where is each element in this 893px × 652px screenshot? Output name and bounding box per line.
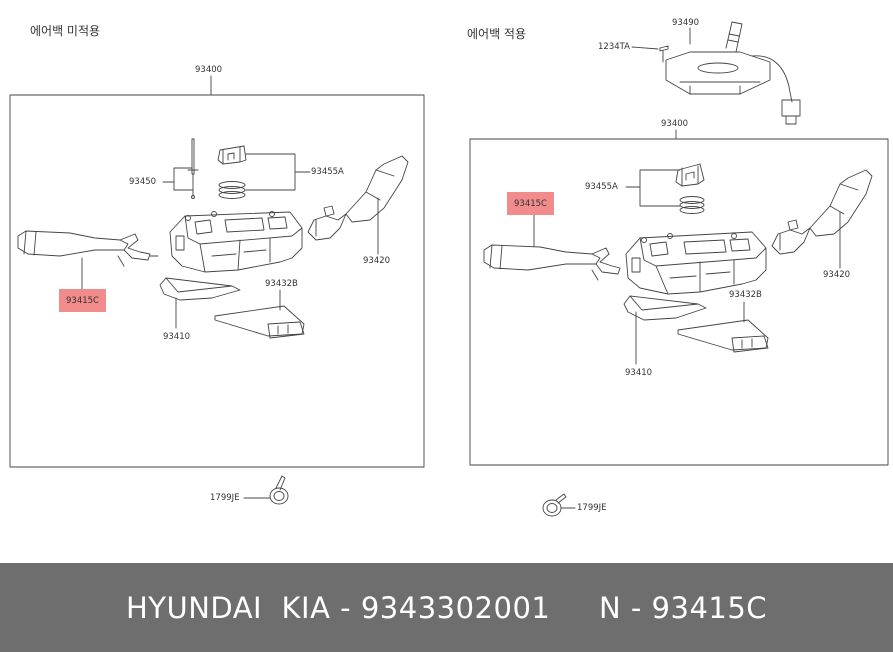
left-label-93450: 93450 [129,177,157,187]
right-switch-body [625,231,767,295]
left-leader-93455A [245,153,311,191]
right-label-93410: 93410 [625,368,653,378]
right-bracket-part [677,319,769,353]
right-clock-spring-part [665,21,801,125]
right-label-93455A: 93455A [585,182,618,192]
left-panel-header: 에어백 미적용 [30,24,101,38]
right-clip-part [542,493,567,517]
left-bracket-part [214,305,305,339]
left-label-93400: 93400 [195,65,223,75]
left-label-93432B: 93432B [265,279,298,289]
left-label-93410: 93410 [163,332,191,342]
right-leader-93455A [625,169,681,207]
parts-diagram: 에어백 미적용 93400 93450 93455A 93420 93432B … [9,18,889,517]
right-highlight-93415C: 93415C [507,192,554,215]
right-screw-part [659,45,669,63]
part-number-text: HYUNDAI KIA - 9343302001 N - 93415C [125,590,768,625]
left-switch-body [169,211,303,273]
right-label-93432B: 93432B [729,290,762,300]
left-frame [9,94,425,468]
left-spring-part [218,181,246,199]
right-leader-1234TA [631,46,659,50]
right-right-lever-part [771,169,873,255]
left-highlight-93415C: 93415C [59,289,106,312]
left-base-plate-part [159,277,241,301]
part-number-banner: HYUNDAI KIA - 9343302001 N - 93415C [0,563,893,652]
left-holder-part [217,145,247,165]
right-label-93420: 93420 [823,270,851,280]
left-label-93455A: 93455A [311,167,344,177]
left-rod-part [187,138,199,199]
left-lever-part [17,230,159,267]
left-label-93420: 93420 [363,256,391,266]
diagram-linework [9,21,889,517]
left-label-1799JE: 1799JE [210,493,240,503]
right-spring-part [679,196,705,214]
left-clip-part [269,475,289,505]
right-label-93490: 93490 [672,18,700,28]
right-frame [469,138,889,466]
right-label-1799JE: 1799JE [577,503,607,513]
right-base-plate-part [623,295,707,321]
right-panel-header: 에어백 적용 [467,27,527,41]
right-lever-part [483,244,621,281]
right-label-93400: 93400 [661,119,689,129]
left-leader-93450 [162,167,194,191]
right-label-1234TA: 1234TA [598,42,630,52]
right-holder-part [675,163,705,187]
